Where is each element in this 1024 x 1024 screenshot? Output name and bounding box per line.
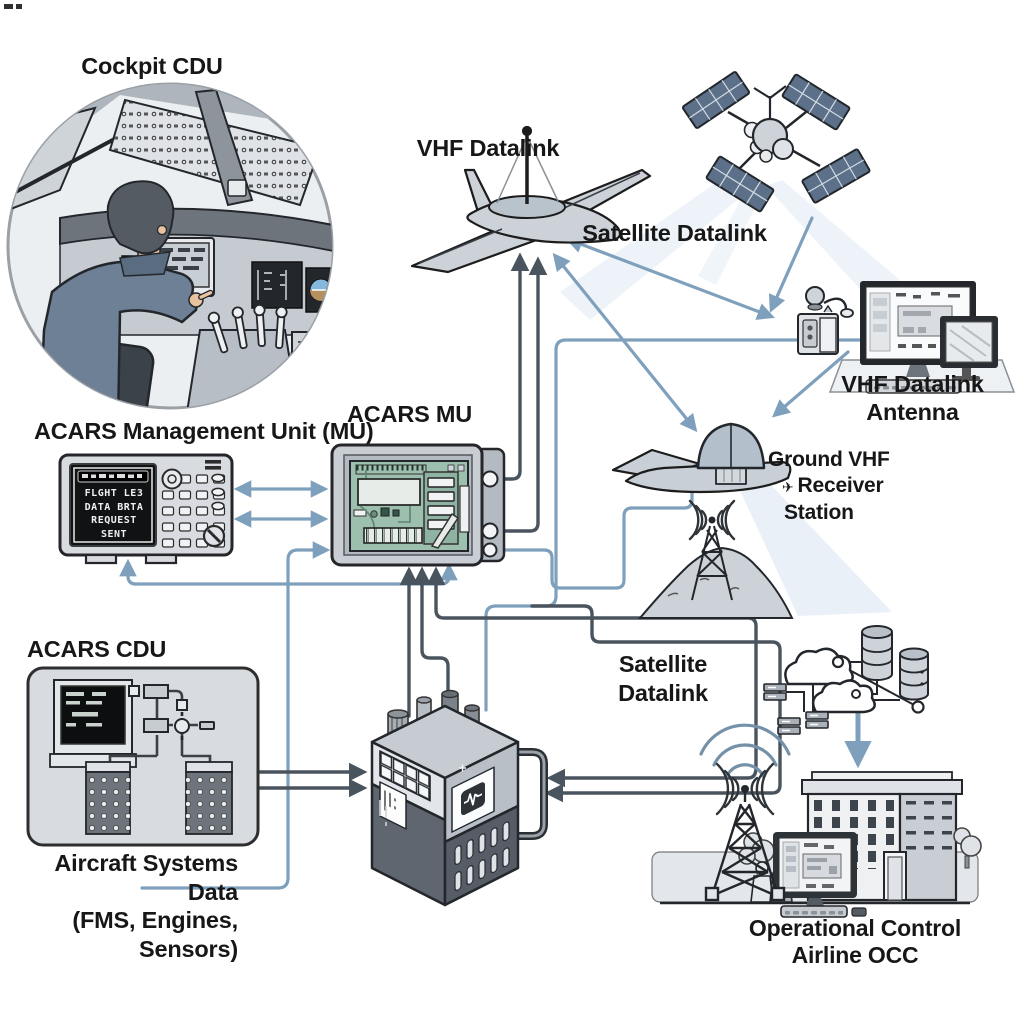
solar-panel [800,147,872,205]
arrow-acarsmu-to-plane-1 [494,252,530,481]
acars-cdu-panel [26,666,260,847]
ground-vhf-aircraft [611,422,792,494]
label-aircraft-systems: Aircraft Systems Data (FMS, Engines, Sen… [20,849,238,963]
label-satellite-datalink-top: Satellite Datalink [582,220,767,246]
label-occ-line2: Airline OCC [791,942,919,968]
aircraft-icon: ✈ [782,478,794,495]
arrow-satellite-antenna [768,216,814,313]
label-acars-mu-short: ACARS MU [347,401,473,427]
mu-display [69,463,157,547]
label-vhf-antenna: VHF Datalink Antenna [820,371,1005,426]
workstation-monitor-small [940,316,998,381]
radio-device [797,286,854,355]
mountain [637,546,794,619]
acars-mu-unit [330,443,506,567]
label-ground-vhf: Ground VHF ✈Receiver Station [768,447,890,526]
label-ground-vhf-line3: Station [784,501,854,524]
database-cylinder [861,625,893,681]
label-acars-cdu: ACARS CDU [27,636,167,662]
dark-links [232,252,782,803]
occ-radio-tower [699,723,791,902]
arrow-acarsmu-to-plane-2 [494,256,548,533]
mu-display-line3: REQUEST [91,515,137,526]
mu-display-line1: FLGHT LE3 [84,488,144,499]
vhf-ground-tower [637,499,794,619]
cdu-keypad-right [185,761,233,835]
label-satellite-datalink-bottom: Satellite Datalink [598,650,728,708]
workstation-keyboard [865,379,961,394]
label-acars-mu-long: ACARS Management Unit (MU) [34,418,374,444]
label-vhf-datalink: VHF Datalink [416,135,560,161]
cdu-keypad-left [85,761,131,835]
mu-display-text: FLGHT LE3 DATA BRTA REQUEST SENT [77,487,151,541]
windshield-pillar [194,88,254,207]
label-aircraft-systems-line2: (FMS, Engines, [72,907,238,933]
label-vhf-antenna-line2: Antenna [866,398,959,425]
label-occ: Operational Control Airline OCC [745,915,965,969]
label-cockpit-cdu: Cockpit CDU [81,53,223,79]
signal-arcs [688,499,736,541]
box-handle [512,748,548,840]
label-vhf-antenna-line1: VHF Datalink [841,371,984,397]
arrow-acarsmu-box-right-1 [426,566,758,788]
occ-monitor [773,832,867,918]
cloud [811,679,876,714]
arrow-box-right-2 [530,604,782,803]
occ-tree [953,827,982,869]
label-ground-vhf-line1: Ground VHF [768,448,890,471]
data-network [763,625,929,735]
cloud [784,647,854,686]
vhf-aircraft [410,125,652,274]
corner-marks [4,4,22,9]
label-satellite-bottom-line1: Satellite [618,651,708,677]
cockpit-illustration [6,82,334,410]
database-cylinder [899,647,929,701]
label-occ-line1: Operational Control [748,915,962,941]
server-stack [763,683,829,735]
label-aircraft-systems-line1: Aircraft Systems Data [54,850,238,905]
cdu-flowchart [108,684,215,762]
dome-beam [738,486,892,616]
mu-knob-top [161,468,183,490]
label-aircraft-systems-line3: Sensors) [139,935,238,962]
label-ground-vhf-line2: ✈Receiver [782,473,890,501]
label-ground-vhf-line2-text: Receiver [797,473,884,497]
mu-display-line4: SENT [100,528,128,540]
groundplane-to-mu [498,484,694,590]
arrow-antenna-down [771,350,850,418]
signal-arcs [715,762,775,816]
acars-management-unit [58,453,234,565]
avionics-box [370,689,548,907]
cdu-monitor [49,679,137,768]
arrow-into-acarsmu [140,541,331,890]
mu-keypad [160,460,226,548]
label-satellite-bottom-line2: Datalink [618,680,708,706]
satellite [681,70,872,213]
wifi-arcs [699,723,791,778]
mu-display-line2: DATA BRTA [84,501,144,513]
arrow-plane-groundplane [552,252,698,433]
vhf-antenna-station [797,281,1016,394]
